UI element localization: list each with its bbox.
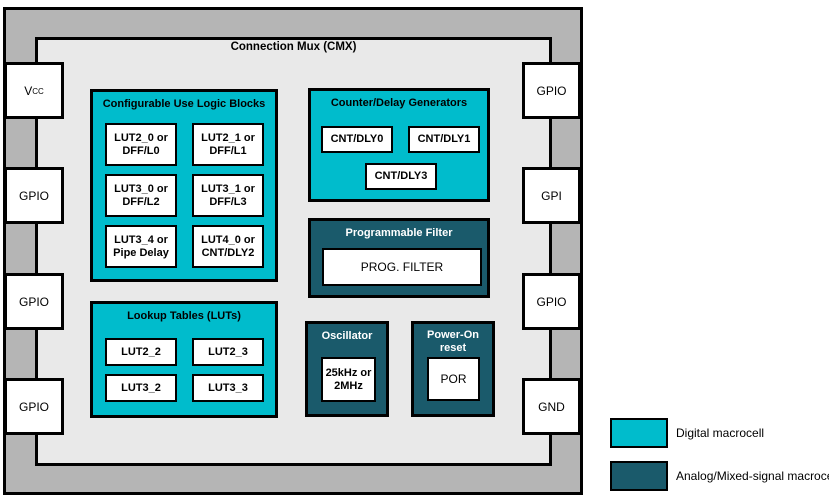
macrocell-lut2-3: LUT2_3 (192, 338, 264, 366)
pin-vcc-label: V (24, 83, 33, 98)
block-title: Programmable Filter (345, 227, 453, 239)
cell-label-line1: LUT2_1 or (201, 131, 255, 144)
cell-label-line1: LUT2_0 or (114, 131, 168, 144)
cell-label-line2: CNT/DLY2 (201, 246, 255, 259)
macrocell-lut3-2: LUT3_2 (105, 374, 177, 402)
cell-label: CNT/DLY0 (330, 133, 384, 145)
cell-label-line2: DFF/L1 (209, 144, 247, 157)
block-title-line1: Power-On (427, 329, 479, 341)
cell-label-line1: LUT4_0 or (201, 233, 255, 246)
pin-gpio-right-1: GPIO (522, 62, 581, 119)
cell-label-line1: LUT3_1 or (201, 182, 255, 195)
block-counter-delay-generators: Counter/Delay Generators CNT/DLY0 CNT/DL… (308, 88, 490, 202)
macrocell-lut2-0: LUT2_0 or DFF/L0 (105, 123, 177, 166)
legend-label: Analog/Mixed-signal macrocell (676, 469, 829, 483)
pin-label: GND (538, 399, 565, 414)
pin-label: GPIO (536, 294, 567, 309)
pin-vcc-subscript: CC (32, 87, 44, 96)
legend-label: Digital macrocell (676, 426, 765, 440)
pin-gpio-right-2: GPIO (522, 273, 581, 330)
block-configurable-use-logic: Configurable Use Logic Blocks LUT2_0 or … (90, 89, 278, 282)
macrocell-lut2-1: LUT2_1 or DFF/L1 (192, 123, 264, 166)
legend-swatch-analog (610, 461, 668, 491)
macrocell-prog-filter: PROG. FILTER (322, 248, 482, 286)
macrocell-cnt-dly3: CNT/DLY3 (365, 163, 437, 190)
pin-label: GPIO (18, 294, 49, 309)
cell-label-line2: 2MHz (334, 379, 363, 392)
legend-item-digital: Digital macrocell (610, 418, 764, 448)
block-title: Oscillator (321, 330, 373, 342)
cell-label: CNT/DLY3 (374, 170, 428, 182)
cell-label: POR (440, 371, 467, 386)
cell-label-line1: LUT3_4 or (114, 233, 168, 246)
block-title: Power-On reset (414, 329, 492, 355)
cell-label-line1: LUT3_0 or (114, 182, 168, 195)
cell-label-line2: DFF/L2 (122, 195, 160, 208)
macrocell-lut3-1: LUT3_1 or DFF/L3 (192, 174, 264, 217)
macrocell-cnt-dly1: CNT/DLY1 (408, 126, 480, 153)
pin-gpio-left-1: GPIO (4, 167, 64, 224)
macrocell-lut2-2: LUT2_2 (105, 338, 177, 366)
cell-label-line2: Pipe Delay (113, 246, 169, 259)
pin-gpi: GPI (522, 167, 581, 224)
cell-label-line2: DFF/L0 (122, 144, 160, 157)
macrocell-lut3-4: LUT3_4 or Pipe Delay (105, 225, 177, 268)
macrocell-lut3-3: LUT3_3 (192, 374, 264, 402)
cell-label-line2: DFF/L3 (209, 195, 247, 208)
block-oscillator: Oscillator 25kHz or 2MHz (305, 321, 389, 417)
legend-item-analog: Analog/Mixed-signal macrocell (610, 461, 829, 491)
pin-gnd: GND (522, 378, 581, 435)
block-lookup-tables: Lookup Tables (LUTs) LUT2_2 LUT2_3 LUT3_… (90, 301, 278, 418)
cell-label: CNT/DLY1 (417, 133, 471, 145)
block-title-line2: reset (439, 342, 467, 354)
macrocell-lut4-0: LUT4_0 or CNT/DLY2 (192, 225, 264, 268)
pin-gpio-left-2: GPIO (4, 273, 64, 330)
cell-label: PROG. FILTER (360, 259, 444, 274)
macrocell-oscillator: 25kHz or 2MHz (321, 357, 376, 402)
cell-label-line1: 25kHz or (325, 366, 372, 379)
cell-label: LUT2_3 (208, 345, 248, 358)
connection-mux-title: Connection Mux (CMX) (230, 41, 357, 53)
pin-label: GPIO (18, 399, 49, 414)
cell-label: LUT2_2 (121, 345, 161, 358)
block-title: Counter/Delay Generators (330, 97, 468, 109)
block-title: Configurable Use Logic Blocks (102, 98, 266, 110)
macrocell-lut3-0: LUT3_0 or DFF/L2 (105, 174, 177, 217)
macrocell-cnt-dly0: CNT/DLY0 (321, 126, 393, 153)
pin-label: GPIO (18, 188, 49, 203)
pin-gpio-left-3: GPIO (4, 378, 64, 435)
block-power-on-reset: Power-On reset POR (411, 321, 495, 417)
block-programmable-filter: Programmable Filter PROG. FILTER (308, 218, 490, 298)
cell-label: LUT3_2 (121, 381, 161, 394)
macrocell-por: POR (427, 357, 480, 401)
block-title: Lookup Tables (LUTs) (127, 310, 241, 322)
cell-label: LUT3_3 (208, 381, 248, 394)
pin-label: GPIO (536, 83, 567, 98)
legend-swatch-digital (610, 418, 668, 448)
pin-label: GPI (541, 188, 562, 203)
